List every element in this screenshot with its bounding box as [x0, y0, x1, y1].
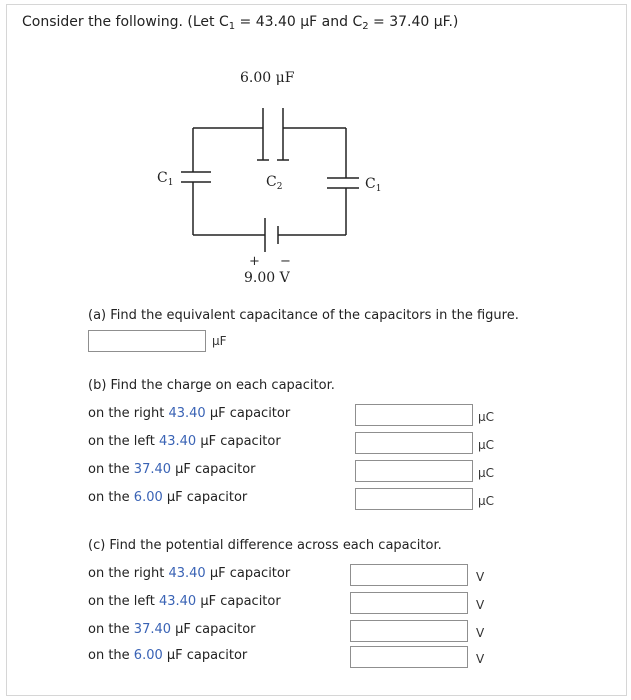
c2-value-text: = 37.40 μF.): [368, 14, 459, 30]
problem-frame: [6, 4, 627, 696]
part-c-row-4-unit: V: [476, 652, 485, 666]
label-6uf: 6.00 μF: [240, 70, 295, 86]
part-a-answer-input[interactable]: [88, 330, 206, 352]
part-b-row-3-unit: μC: [478, 466, 495, 480]
c1-value-text: = 43.40 μF and: [235, 14, 353, 30]
intro-text: Consider the following. (Let: [22, 14, 219, 30]
part-c-row-3-unit: V: [476, 626, 485, 640]
part-c-row-3-label: on the 37.40 μF capacitor: [88, 622, 256, 637]
part-a-unit: μF: [212, 334, 227, 348]
part-b-row-4-input[interactable]: [355, 488, 473, 510]
part-c-row-1-unit: V: [476, 570, 485, 584]
circuit-diagram: 6.00 μF C1 C2 C1 + − 9.00 V: [157, 70, 381, 286]
c1-symbol: C: [218, 14, 229, 30]
battery-label: 9.00 V: [244, 270, 291, 286]
problem-statement: Consider the following. (Let C1 = 43.40 …: [22, 14, 458, 32]
part-c-row-2-unit: V: [476, 598, 485, 612]
part-b-prompt: (b) Find the charge on each capacitor.: [88, 378, 335, 393]
part-b-row-1-input[interactable]: [355, 404, 473, 426]
part-a-prompt: (a) Find the equivalent capacitance of t…: [88, 308, 519, 323]
part-b-row-2-unit: μC: [478, 438, 495, 452]
battery-minus-sign: −: [280, 254, 291, 269]
part-c-row-2-input[interactable]: [350, 592, 468, 614]
part-b-row-1-label: on the right 43.40 μF capacitor: [88, 406, 291, 421]
battery-plus-sign: +: [249, 254, 260, 269]
part-c-row-3-input[interactable]: [350, 620, 468, 642]
part-b-row-2-label: on the left 43.40 μF capacitor: [88, 434, 281, 449]
label-c2: C2: [266, 174, 282, 192]
part-b-row-3-label: on the 37.40 μF capacitor: [88, 462, 256, 477]
part-c-row-1-input[interactable]: [350, 564, 468, 586]
c1-subscript: 1: [228, 21, 236, 32]
part-c-row-4-input[interactable]: [350, 646, 468, 668]
part-b-row-4-label: on the 6.00 μF capacitor: [88, 490, 248, 505]
label-c1-left: C1: [157, 170, 173, 188]
part-c-row-2-label: on the left 43.40 μF capacitor: [88, 594, 281, 609]
part-b-row-2-input[interactable]: [355, 432, 473, 454]
part-c-row-4-label: on the 6.00 μF capacitor: [88, 648, 248, 663]
part-c-prompt: (c) Find the potential difference across…: [88, 538, 442, 553]
part-b-row-3-input[interactable]: [355, 460, 473, 482]
part-c-row-1-label: on the right 43.40 μF capacitor: [88, 566, 291, 581]
c2-subscript: 2: [362, 21, 369, 32]
label-c1-right: C1: [365, 176, 381, 194]
part-b-row-4-unit: μC: [478, 494, 495, 508]
part-b-row-1-unit: μC: [478, 410, 495, 424]
c2-symbol: C: [352, 14, 363, 30]
